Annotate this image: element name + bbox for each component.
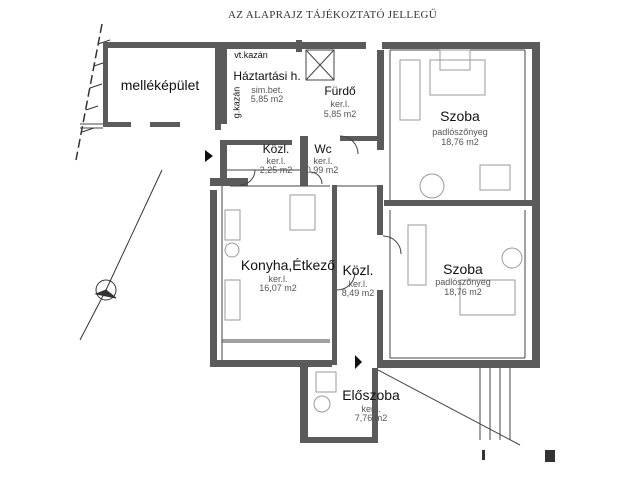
room-wc-floor: ker.l. — [313, 156, 333, 166]
outbuilding-label: melléképület — [120, 77, 200, 93]
room-kozl-big-area: 8,49 m2 — [341, 288, 375, 298]
room-eloszoba-floor: ker.l. — [361, 404, 381, 414]
room-kozl-big-floor: ker.l. — [348, 279, 368, 289]
room-kozl-small-name: Közl. — [262, 142, 290, 156]
room-szoba2-area: 18,76 m2 — [444, 287, 482, 297]
room-furdo-floor: ker.l. — [330, 99, 350, 109]
outbuilding-walls — [103, 42, 221, 130]
room-szoba2-floor: padlószőnyeg — [435, 277, 491, 287]
room-eloszoba-area: 7,76 m2 — [354, 413, 388, 423]
entrance-arrow-icon-2 — [355, 355, 362, 369]
room-konyha-floor: ker.l. — [268, 274, 288, 284]
room-eloszoba-name: Előszoba — [342, 387, 400, 403]
room-szoba1-name: Szoba — [440, 108, 480, 124]
property-boundary — [75, 23, 103, 161]
room-haztartasi-floor: sim.bet. — [251, 85, 283, 95]
room-haztartasi-name: Háztartási h. — [233, 69, 301, 83]
room-furdo-area: 5,85 m2 — [323, 109, 357, 119]
room-szoba1-floor: padlószőnyeg — [432, 127, 488, 137]
plan-title: AZ ALAPRAJZ TÁJÉKOZTATÓ JELLEGŰ — [228, 9, 437, 21]
entrance-arrow-icon — [205, 150, 213, 162]
house-walls — [210, 40, 540, 443]
room-haztartasi-area: 5,85 m2 — [250, 94, 284, 104]
grid-marker-icons — [482, 450, 555, 462]
room-wc-area: 0,99 m2 — [305, 165, 339, 175]
room-szoba2-name: Szoba — [443, 261, 483, 277]
compass-icon — [79, 169, 163, 341]
room-kozl-small-floor: ker.l. — [266, 156, 286, 166]
interior-lines — [221, 49, 526, 446]
room-konyha-area: 16,07 m2 — [259, 283, 297, 293]
room-furdo-name: Fürdő — [324, 84, 356, 98]
g-kazan-label: g.kazán — [231, 86, 242, 119]
room-szoba1-area: 18,76 m2 — [441, 137, 479, 147]
vt-kazan-label: vt.kazán — [234, 50, 268, 60]
furniture — [224, 49, 523, 413]
door-swings — [239, 135, 402, 291]
room-konyha-name: Konyha,Étkező — [240, 257, 336, 273]
room-kozl-big-name: Közl. — [342, 262, 374, 278]
room-kozl-small-area: 2,25 m2 — [259, 165, 293, 175]
room-wc-name: Wc — [314, 142, 332, 156]
